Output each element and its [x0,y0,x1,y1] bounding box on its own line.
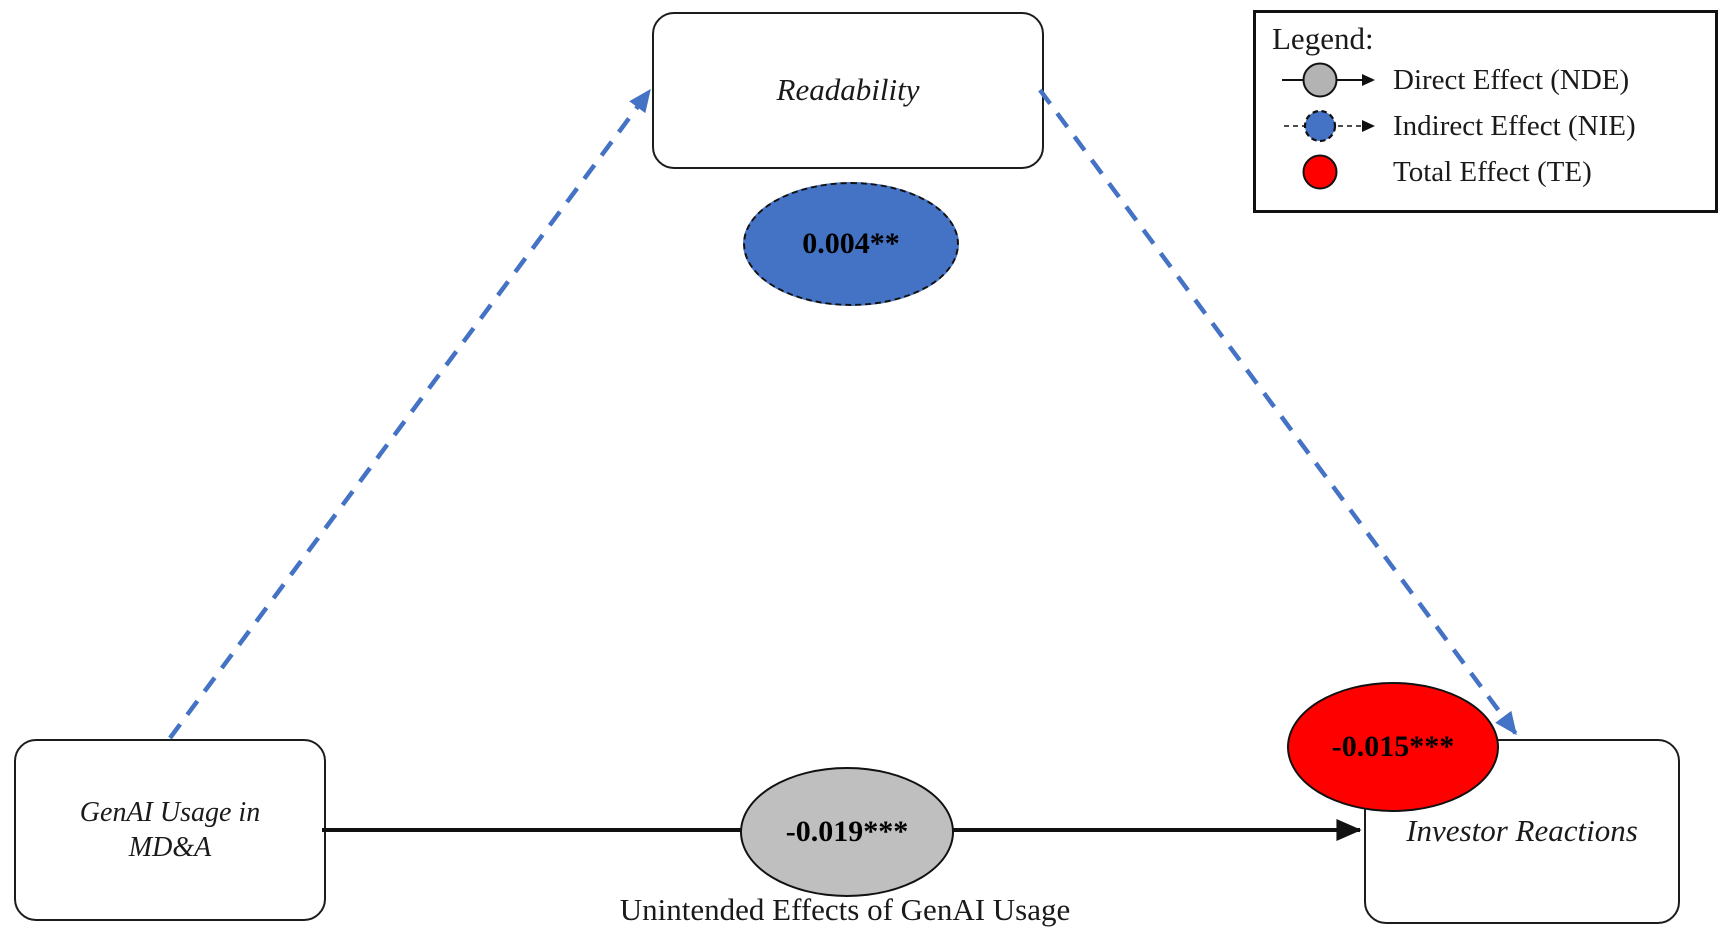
legend-box: Legend: Direct Effect (NDE) Indirect Eff… [1253,10,1718,213]
total-effect-coefficient: -0.015*** [1331,730,1455,763]
outcome-node-label: Investor Reactions [1406,813,1638,849]
legend-label-direct-effect: Direct Effect (NDE) [1393,63,1630,96]
legend-row-indirect-effect: Indirect Effect (NIE) [1278,103,1715,149]
indirect-effect-coefficient: 0.004** [802,227,900,260]
total-effect-symbol-icon [1302,154,1338,190]
indirect-effect-ellipse: 0.004** [743,182,959,306]
mediator-node-label: Readability [776,72,920,108]
indirect-path-arrow-left [168,88,652,740]
predictor-node-label: GenAI Usage in MD&A [79,797,261,863]
total-effect-ellipse: -0.015*** [1287,682,1499,812]
legend-title: Legend: [1272,21,1374,56]
figure-caption: Unintended Effects of GenAI Usage [619,892,1071,927]
legend-label-indirect-effect: Indirect Effect (NIE) [1393,109,1636,142]
direct-effect-ellipse: -0.019*** [740,767,954,897]
indirect-effect-symbol-icon [1284,109,1375,143]
legend-label-total-effect: Total Effect (TE) [1393,155,1592,188]
legend-row-direct-effect: Direct Effect (NDE) [1278,57,1715,103]
indirect-path-arrow-right [1038,88,1518,736]
legend-row-total-effect: Total Effect (TE) [1278,149,1715,195]
direct-effect-coefficient: -0.019*** [785,815,909,848]
direct-effect-symbol-icon [1282,62,1375,98]
